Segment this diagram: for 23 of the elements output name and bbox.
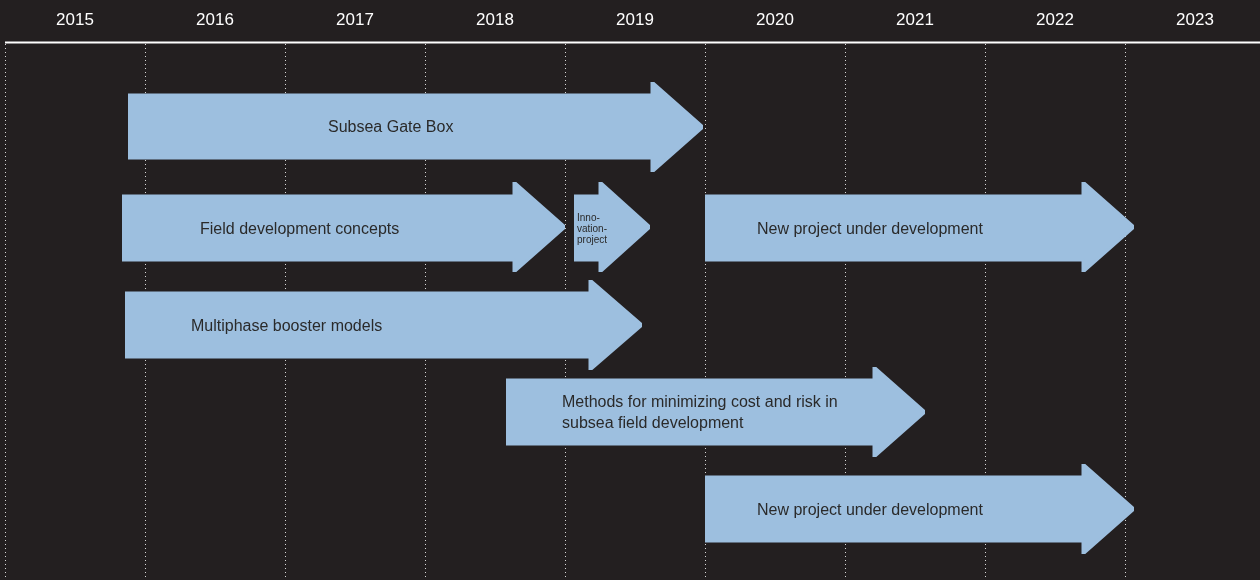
year-label: 2016 (195, 10, 235, 30)
year-label: 2022 (1035, 10, 1075, 30)
year-label: 2020 (755, 10, 795, 30)
year-label: 2018 (475, 10, 515, 30)
year-label: 2017 (335, 10, 375, 30)
timeline-bar (122, 182, 565, 272)
year-label: 2019 (615, 10, 655, 30)
timeline-bar (506, 367, 925, 457)
timeline-bar (705, 182, 1134, 272)
arrow-label: Field development concepts (200, 218, 401, 239)
year-label: 2015 (55, 10, 95, 30)
year-label: 2021 (895, 10, 935, 30)
arrow-label: Multiphase booster models (191, 315, 384, 336)
arrow-label: Methods for minimizing cost and risk in subsea field development (562, 392, 839, 433)
arrow-label: New project under development (757, 218, 984, 239)
arrow-label: Inno- vation- project (577, 211, 608, 245)
timeline-bar (128, 82, 703, 172)
arrow-label: New project under development (757, 499, 984, 520)
arrow-label: Subsea Gate Box (328, 117, 455, 137)
timeline-bar (125, 280, 642, 370)
timeline-bar (574, 182, 650, 272)
year-label: 2023 (1175, 10, 1215, 30)
timeline-bar (705, 464, 1134, 554)
